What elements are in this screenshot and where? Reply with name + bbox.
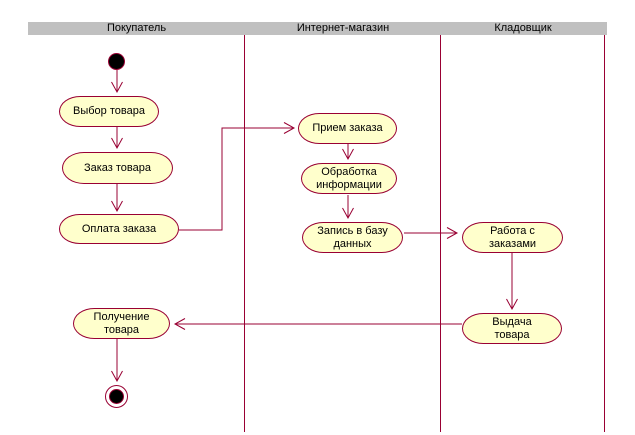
end-node-core — [109, 389, 124, 404]
swimlane-header-bar: Покупатель Интернет-магазин Кладовщик — [28, 22, 607, 35]
activity-zakaz-tovara[interactable]: Заказ товара — [62, 152, 173, 184]
activity-priem-zakaza[interactable]: Прием заказа — [298, 113, 397, 144]
end-node[interactable] — [105, 385, 128, 408]
activity-vybor-tovara[interactable]: Выбор товара — [59, 96, 159, 127]
activity-poluchenie-tovara[interactable]: Получение товара — [73, 308, 170, 339]
edge-oplata-to-priem — [179, 122, 296, 231]
activity-zapis-v-bazu[interactable]: Запись в базу данных — [302, 222, 403, 253]
start-node[interactable] — [108, 53, 125, 70]
activity-rabota-s-zakazami[interactable]: Работа с заказами — [462, 222, 563, 253]
activity-oplata-zakaza[interactable]: Оплата заказа — [59, 214, 179, 244]
lane-header-pokupatel: Покупатель — [106, 22, 167, 34]
lane-header-kladovshchik: Кладовщик — [494, 22, 552, 34]
activity-obrabotka-informacii[interactable]: Обработка информации — [301, 163, 397, 194]
lane-header-internet-magazin: Интернет-магазин — [296, 22, 390, 34]
activity-vydacha-tovara[interactable]: Выдача товара — [462, 313, 562, 344]
